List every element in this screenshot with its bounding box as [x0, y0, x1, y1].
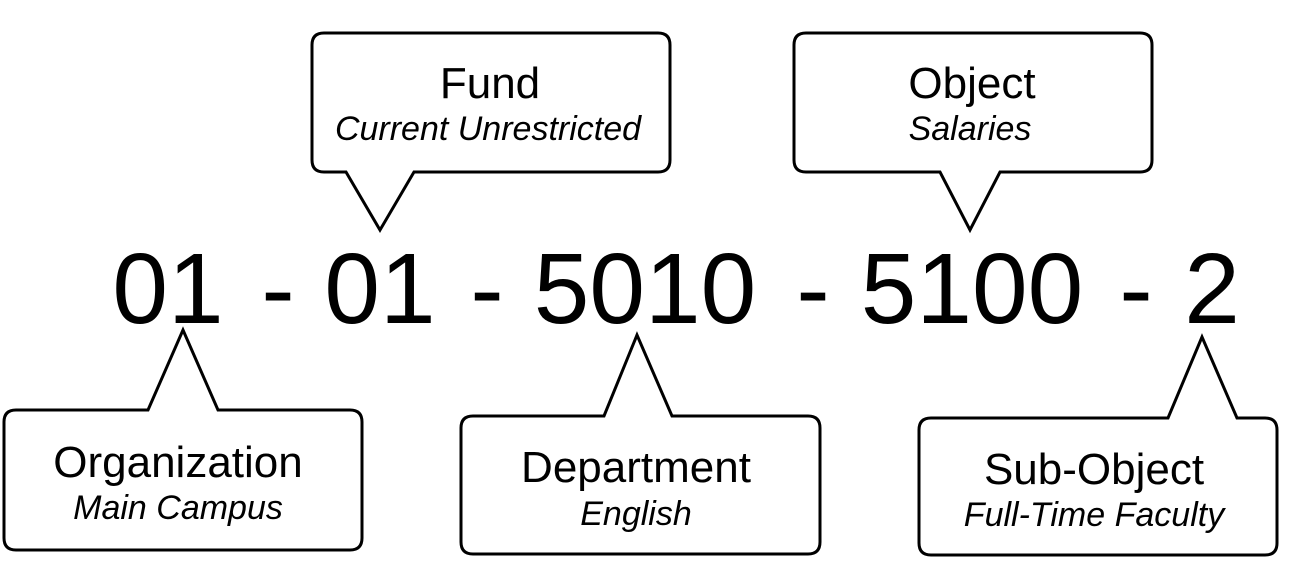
code-segment-object: 5100	[861, 233, 1083, 345]
callout-object: Object Salaries	[792, 31, 1154, 234]
callout-department-description: English	[580, 495, 692, 533]
code-separator: -	[1119, 233, 1152, 345]
code-segment-fund: 01	[324, 233, 435, 345]
callout-fund: Fund Current Unrestricted	[310, 31, 672, 233]
account-code: 01 - 01 - 5010 - 5100 - 2	[112, 233, 1239, 345]
code-separator: -	[796, 233, 829, 345]
code-segment-organization: 01	[112, 233, 223, 345]
callout-object-title: Object	[908, 59, 1035, 108]
code-segment-sub-object: 2	[1184, 233, 1240, 345]
callout-sub-object-description: Full-Time Faculty	[964, 496, 1226, 534]
callout-organization: Organization Main Campus	[2, 326, 364, 552]
callout-fund-bubble	[310, 31, 672, 233]
callout-department-bubble	[459, 331, 822, 556]
callout-object-bubble	[792, 31, 1154, 234]
code-separator: -	[470, 233, 503, 345]
callout-object-description: Salaries	[909, 110, 1032, 148]
callout-fund-title: Fund	[440, 59, 540, 108]
callout-organization-bubble	[2, 326, 364, 552]
callout-department: Department English	[459, 331, 822, 556]
callout-sub-object-bubble	[917, 333, 1279, 557]
callout-sub-object-title: Sub-Object	[984, 445, 1204, 494]
code-segment-department: 5010	[534, 233, 756, 345]
callout-fund-description: Current Unrestricted	[335, 110, 642, 148]
callout-organization-title: Organization	[53, 438, 302, 487]
callout-department-title: Department	[521, 443, 751, 492]
code-separator: -	[261, 233, 294, 345]
callout-organization-description: Main Campus	[73, 489, 283, 527]
callout-sub-object: Sub-Object Full-Time Faculty	[917, 333, 1279, 557]
